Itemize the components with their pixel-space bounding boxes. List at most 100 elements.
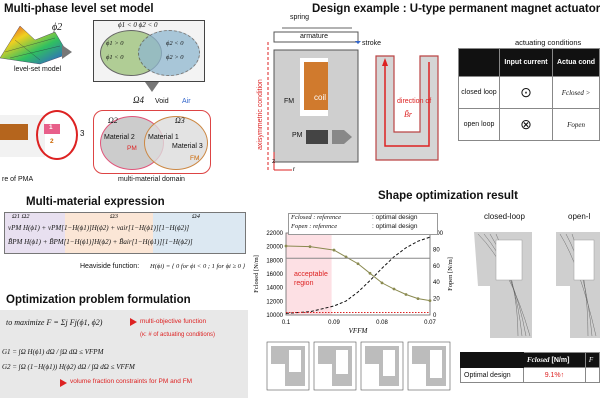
stroke-label: stroke — [362, 40, 382, 47]
pma-coil — [0, 124, 28, 140]
conditions-title: actuating conditions — [515, 38, 582, 47]
y2-axis-label: Fopen [N/m] — [447, 257, 454, 291]
phi2-ellipse — [138, 30, 200, 76]
closed-loop-label: closed-loop — [484, 212, 525, 221]
series-0-point-6 — [380, 281, 384, 285]
y-axis-label: Fclosed [N/m] — [253, 255, 260, 293]
expression-row-1: νPM H(ϕ1) + νPM[1−H(ϕ1)]H(ϕ2) + νair[1−H… — [8, 224, 190, 232]
conditions-table: Input current Actua cond closed loop ⊙ F… — [458, 48, 600, 141]
series-0-point-1 — [308, 245, 312, 249]
arrow-icon-2 — [60, 379, 67, 387]
omega-header-1: Ω1 Ω2 — [12, 213, 30, 220]
cell-4: ϕ2 > 0 — [166, 54, 184, 61]
y2-tick-5: 100 — [433, 231, 444, 237]
omega-header-3: Ω4 — [192, 213, 200, 220]
y-tick-2: 14000 — [266, 286, 283, 292]
material3-label: Material 3 — [172, 143, 203, 150]
domain-caption: multi-material domain — [118, 176, 185, 183]
y2-tick-0: 0 — [433, 313, 437, 319]
legend-closed-ref: Fclosed : reference — [291, 214, 342, 221]
results-table: Fclosed [N/m] F Optimal design 9.1%↑ — [460, 352, 600, 383]
air-label: Air — [182, 98, 191, 105]
constraint-2: G2 = ∫Ω (1−H(ϕ1)) H(ϕ2) dΩ / ∫Ω dΩ ≤ VFF… — [2, 363, 135, 371]
series-0-point-7 — [392, 287, 396, 291]
current-in-icon: ⊗ — [498, 108, 554, 141]
shape-thumbnails — [266, 341, 451, 391]
res-col-label: Fclosed — [527, 356, 550, 364]
cell-2: ϕ1 < 0 — [106, 54, 124, 61]
shape-thumbnail-window-1 — [336, 350, 348, 374]
y-tick-3: 16000 — [266, 272, 283, 278]
pm-tag: PM — [127, 145, 137, 152]
fm-tag: FM — [190, 155, 200, 162]
col-actuating: Actua cond — [552, 48, 600, 77]
heading-design-example: Design example : U-type permanent magnet… — [312, 3, 600, 15]
res-last-col: F — [584, 352, 600, 368]
omega3-ellipse — [144, 116, 208, 170]
shape-thumbnail-window-3 — [430, 350, 442, 378]
heading-shape-result: Shape optimization result — [378, 190, 518, 202]
heading-optimization: Optimization problem formulation — [6, 294, 191, 306]
x-axis-label: VFFM — [349, 327, 369, 335]
y-tick-1: 12000 — [266, 299, 283, 305]
shape-thumbnail-window-0 — [289, 350, 301, 372]
col-input: Input current — [498, 48, 554, 77]
chart-legend — [288, 213, 438, 235]
x-tick-3: 0.07 — [424, 320, 436, 326]
phase-condition: ϕ1 < 0 ϕ2 < 0 — [118, 21, 158, 29]
heaviside-function: H(ϕi) = { 0 for ϕi < 0 ; 1 for ϕi ≥ 0 } — [150, 263, 246, 270]
cell-3: ϕ2 < 0 — [166, 40, 184, 47]
pma-num-3: 3 — [80, 129, 85, 138]
series-0-point-3 — [344, 255, 348, 259]
y2-tick-4: 80 — [433, 247, 440, 253]
series-0-point-4 — [356, 262, 360, 266]
y2-tick-3: 60 — [433, 264, 440, 270]
level-set-caption: level-set model — [14, 66, 62, 73]
y2-tick-2: 40 — [433, 280, 440, 286]
series-0-point-9 — [416, 297, 420, 300]
series-0-point-2 — [332, 248, 336, 252]
series-line-1 — [285, 236, 431, 314]
maximize-eq: to maximize F = Σj Fj(ϕ1, ϕ2) — [6, 318, 103, 327]
direction-label: direction of — [397, 98, 432, 105]
material1-label: Material 1 — [148, 134, 179, 141]
x-tick-2: 0.08 — [376, 320, 388, 326]
series-0-point-8 — [404, 293, 408, 296]
armature-label: armature — [300, 33, 329, 40]
void-label: Void — [155, 98, 169, 105]
y-tick-6: 22000 — [266, 231, 283, 237]
phi2-label: ϕ2 — [52, 22, 63, 33]
count-note: (κ: # of actuating conditions) — [140, 332, 216, 338]
heaviside-label: Heaviside function: — [80, 263, 140, 270]
y-tick-0: 10000 — [266, 313, 283, 319]
row-closed-label: closed loop — [458, 76, 500, 109]
cell-1: ϕ1 > 0 — [106, 40, 124, 47]
x-tick-0: 0.1 — [282, 320, 291, 326]
omega2-label: Ω2 — [108, 116, 118, 125]
pm-label: PM — [292, 132, 303, 139]
y-tick-5: 20000 — [266, 245, 283, 251]
series-0-point-5 — [368, 271, 372, 275]
br-label: B̃r — [404, 110, 412, 119]
objective-note: multi-objective function — [140, 318, 207, 325]
optimized-shapes — [472, 230, 600, 340]
axisymmetric-label: axisymmetric condition — [257, 79, 264, 150]
material2-label: Material 2 — [104, 134, 135, 141]
y-tick-4: 18000 — [266, 258, 283, 264]
pma-num-1: 1 — [49, 124, 53, 131]
heading-multi-phase: Multi-phase level set model — [4, 3, 154, 15]
legend-closed-opt: : optimal design — [372, 214, 418, 221]
y2-tick-1: 20 — [433, 297, 440, 303]
series-0-point-10 — [428, 299, 432, 303]
omega3-label: Ω3 — [175, 116, 185, 125]
constraint-1: G1 = ∫Ω H(ϕ1) dΩ / ∫Ω dΩ ≤ VFPM — [2, 348, 104, 356]
x-tick-1: 0.09 — [328, 320, 340, 326]
current-out-icon: ⊙ — [498, 76, 554, 109]
arrow-down-icon — [145, 82, 159, 92]
z-axis-label: z — [272, 158, 276, 165]
expression-box — [4, 212, 246, 254]
constraint-note: volume fraction constraints for PM and F… — [70, 378, 193, 385]
row-open-value: Fopen — [552, 108, 600, 141]
legend-open-ref: Fopen : reference — [291, 223, 338, 230]
arrow-icon — [130, 318, 137, 326]
